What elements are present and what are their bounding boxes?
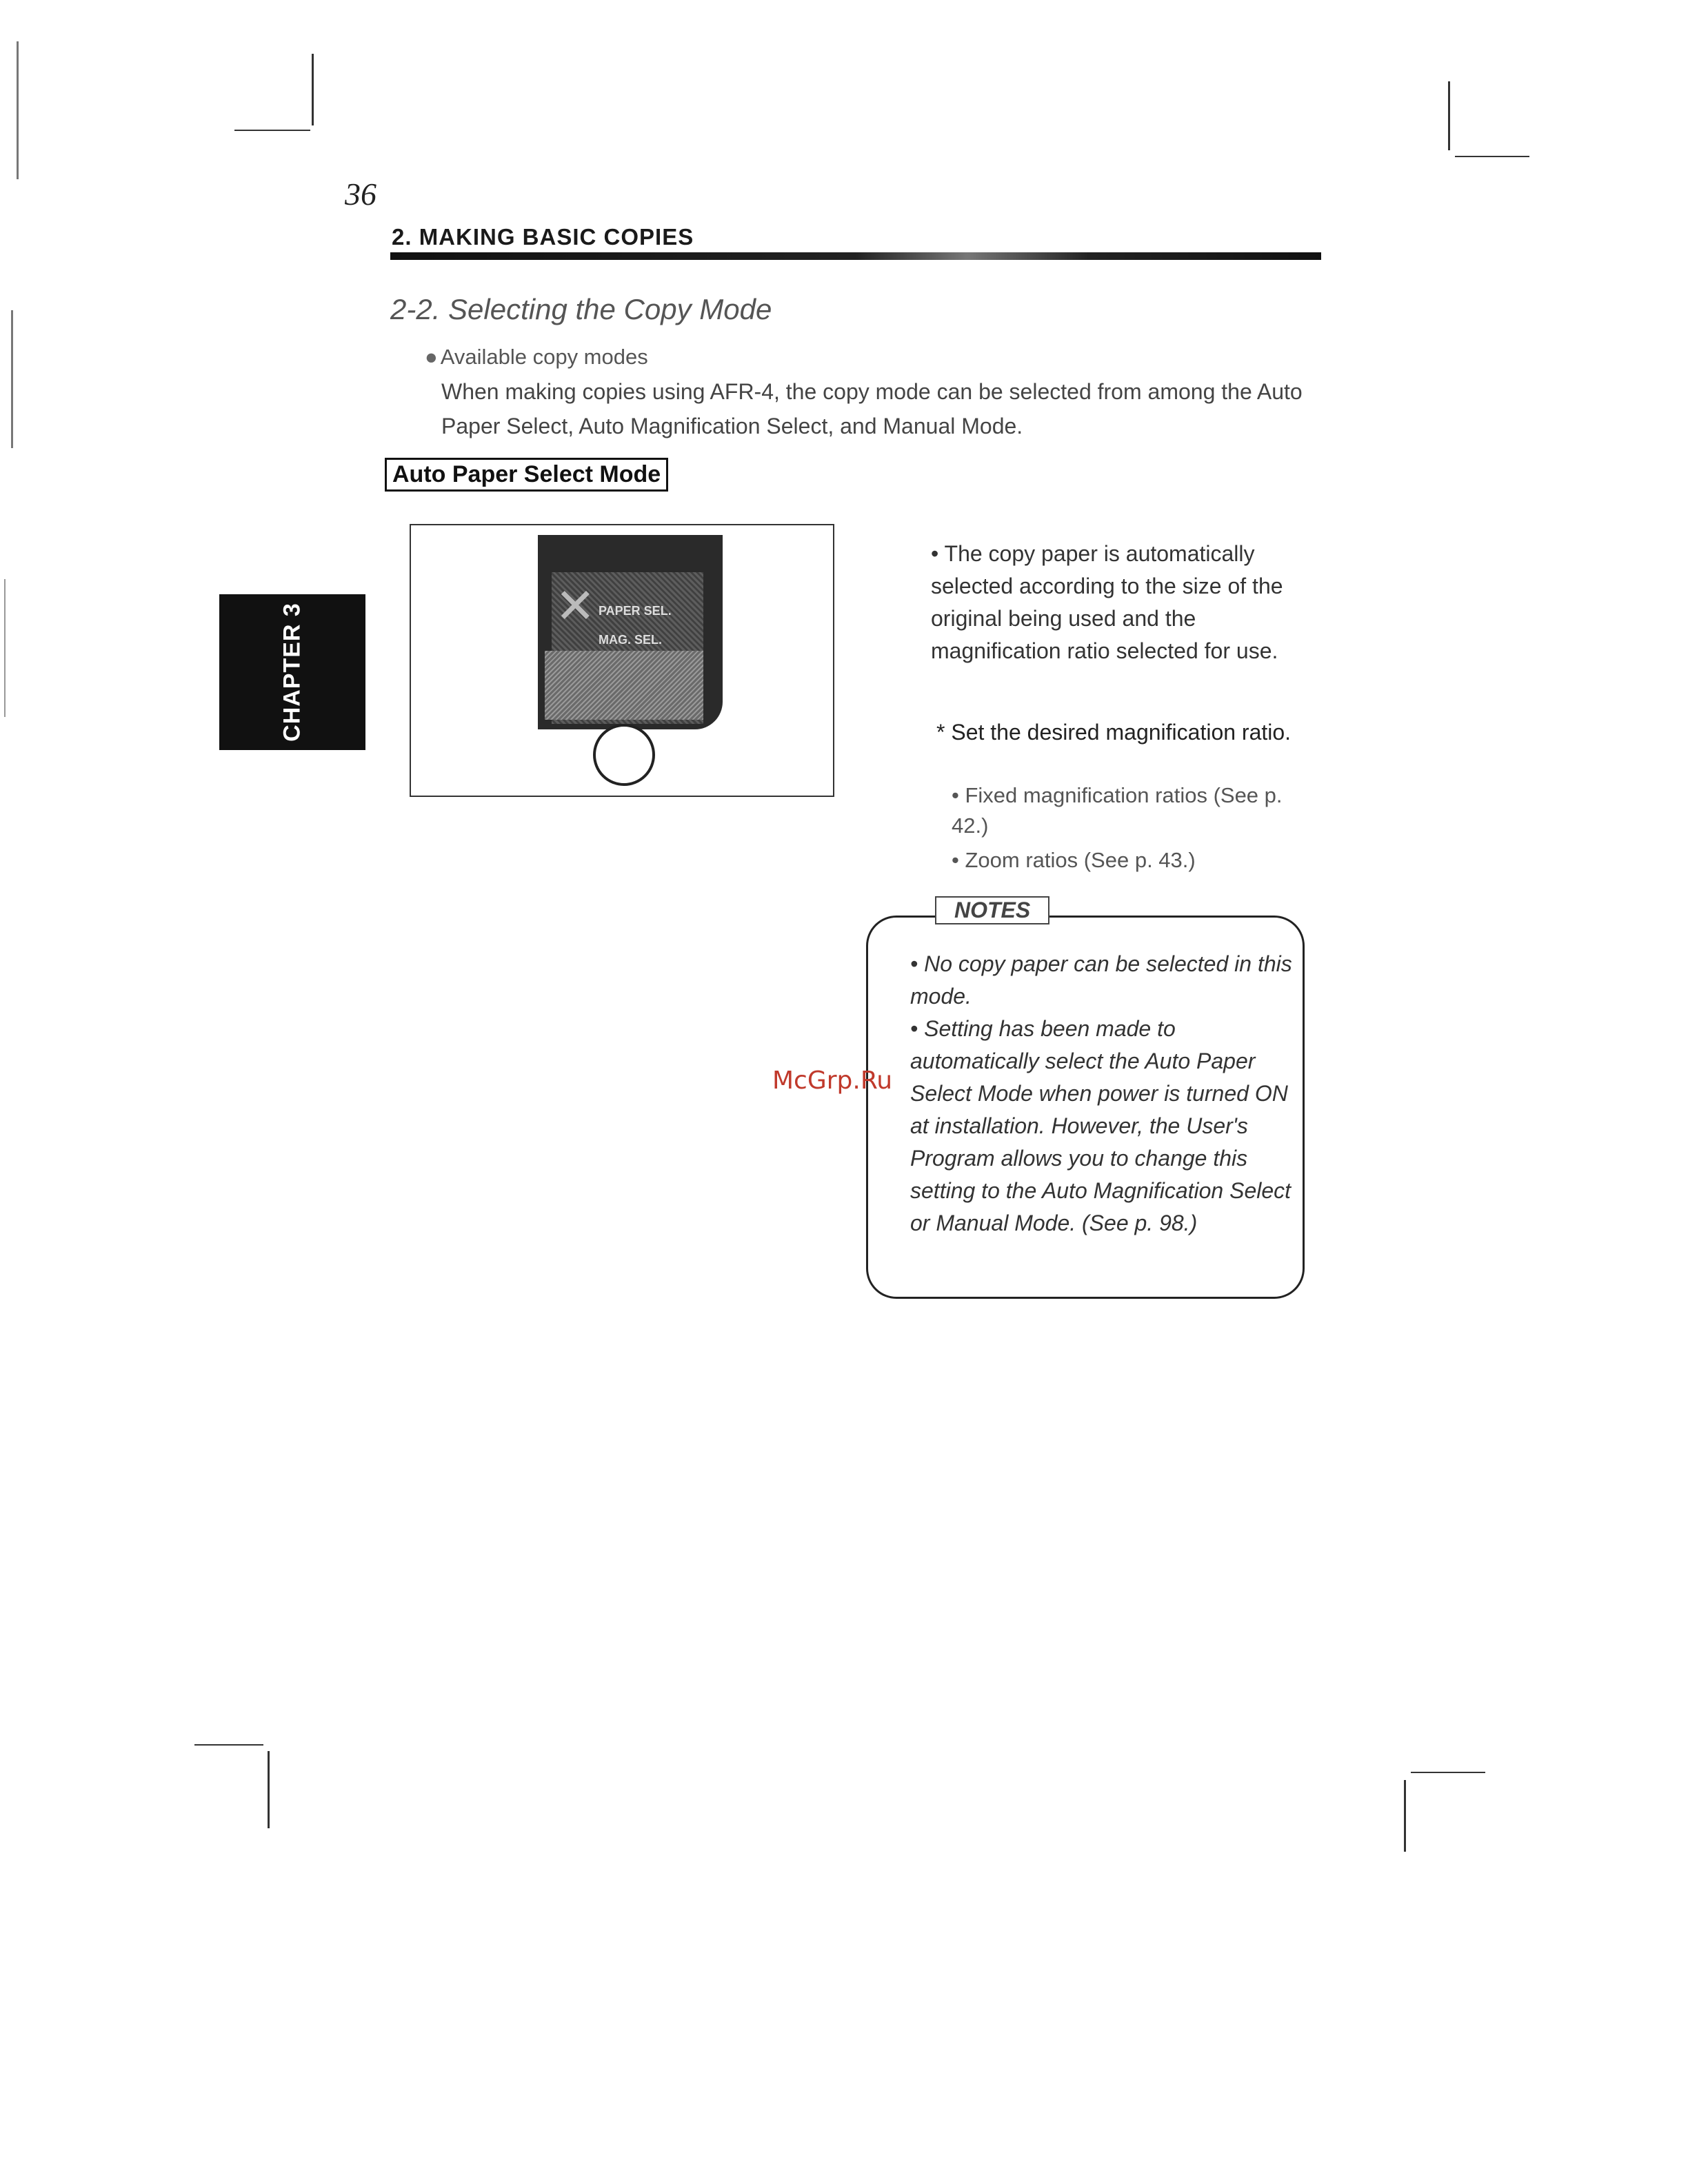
section-rule — [390, 252, 1321, 260]
intro-paragraph: When making copies using AFR-4, the copy… — [441, 379, 1303, 438]
chapter-tab-label: CHAPTER 3 — [279, 603, 305, 742]
notes-text: • No copy paper can be selected in this … — [910, 948, 1296, 1240]
bullet-heading-text: Available copy modes — [440, 345, 648, 369]
scan-edge-line — [17, 41, 19, 179]
notes-label: NOTES — [935, 896, 1050, 924]
description: • The copy paper is automatically select… — [931, 538, 1317, 667]
sub-item-fixed: • Fixed magnification ratios (See p. 42.… — [952, 783, 1283, 838]
section-title: 2-2. Selecting the Copy Mode — [390, 293, 772, 325]
sub-item-zoom: • Zoom ratios (See p. 43.) — [952, 848, 1196, 872]
watermark: McGrp.Ru — [772, 1066, 893, 1095]
panel-lower-texture — [545, 651, 703, 720]
crop-mark — [268, 1751, 270, 1828]
scan-edge-line — [11, 310, 13, 448]
crop-mark — [1404, 1780, 1406, 1852]
crop-mark — [312, 54, 314, 125]
crop-mark — [1411, 1772, 1485, 1773]
crop-mark — [1448, 81, 1450, 150]
crop-mark — [194, 1744, 263, 1746]
note-item: • Setting has been made to automatically… — [910, 1016, 1292, 1235]
scan-edge-line — [4, 579, 6, 717]
panel-label-paper: PAPER SEL. — [599, 604, 672, 618]
section-header: 2. MAKING BASIC COPIES — [392, 224, 694, 250]
bullet-heading: ●Available copy modes — [425, 345, 648, 370]
notes-box — [866, 916, 1305, 1299]
mode-label: Auto Paper Select Mode — [385, 458, 669, 492]
crop-mark — [234, 130, 310, 131]
callout-circle — [593, 724, 655, 786]
note-item: • No copy paper can be selected in this … — [910, 951, 1292, 1009]
bullet-dot-icon: ● — [425, 345, 438, 369]
chapter-tab — [219, 594, 365, 750]
description-text: • The copy paper is automatically select… — [931, 541, 1283, 663]
page-number: 36 — [345, 176, 376, 212]
panel-label-mag: MAG. SEL. — [599, 633, 663, 647]
crop-mark — [1455, 156, 1529, 157]
indicator-sparkle-icon: ✕ — [555, 579, 596, 633]
instruction: * Set the desired magnification ratio. — [936, 720, 1292, 745]
